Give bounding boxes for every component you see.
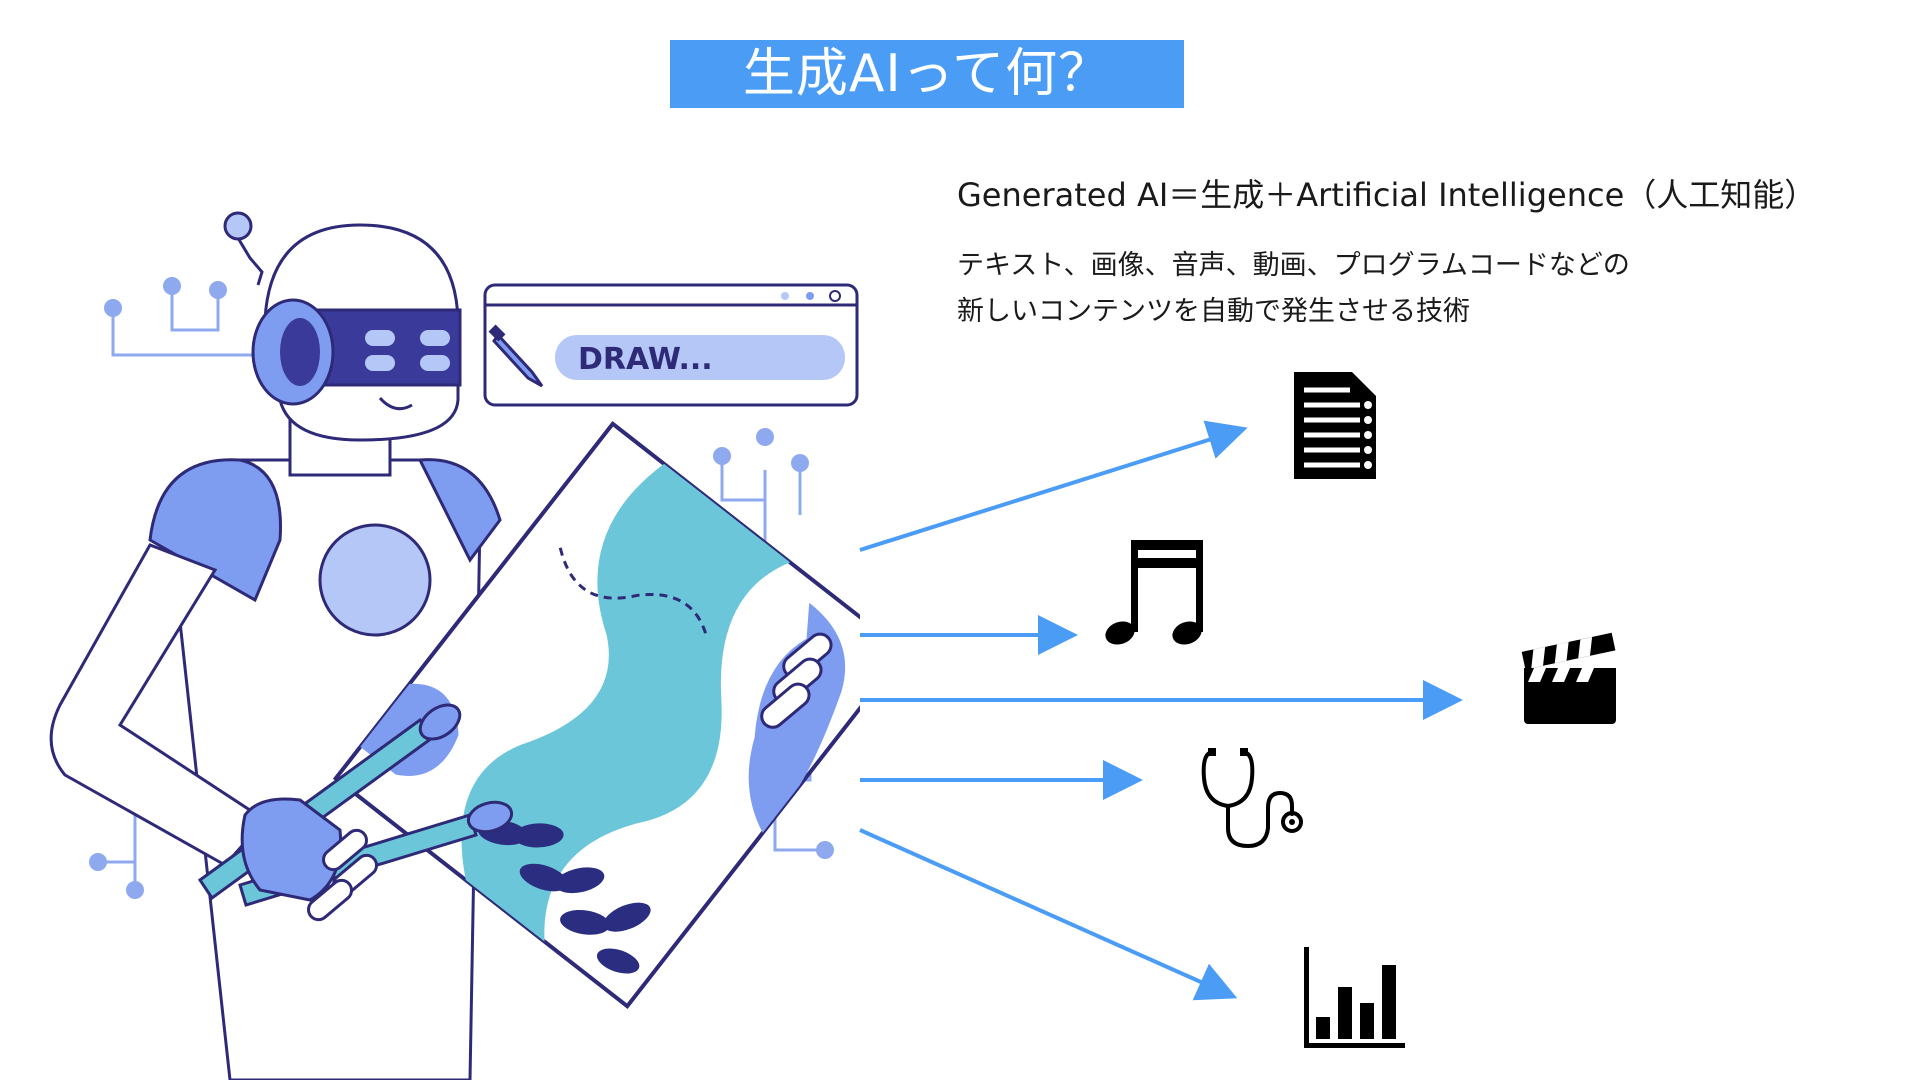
- description-text: テキスト、画像、音声、動画、プログラムコードなどの 新しいコンテンツを自動で発生…: [957, 243, 1630, 335]
- robot-illustration: DRAW...: [49, 211, 860, 1080]
- bar-chart-icon: [1304, 947, 1405, 1048]
- description-line-2: 新しいコンテンツを自動で発生させる技術: [957, 296, 1470, 327]
- arrow-to-chart: [859, 828, 1238, 1001]
- arrow-to-document: [859, 420, 1248, 552]
- stethoscope-icon: [1201, 748, 1303, 849]
- music-note-icon: [1105, 540, 1203, 645]
- circuit-nodes: [89, 277, 834, 899]
- draw-prompt-window: DRAW...: [483, 283, 859, 407]
- description-line-1: テキスト、画像、音声、動画、プログラムコードなどの: [957, 250, 1630, 281]
- painting-canvas: [332, 420, 860, 1010]
- page-title: 生成AIって何？: [670, 40, 1184, 108]
- document-checklist-icon: [1294, 372, 1376, 479]
- pencil-icon: [488, 324, 544, 388]
- draw-label: DRAW...: [578, 342, 713, 377]
- clapperboard-icon: [1521, 632, 1616, 724]
- definition-text: Generated AI＝生成＋Artificial Intelligence（…: [957, 176, 1817, 214]
